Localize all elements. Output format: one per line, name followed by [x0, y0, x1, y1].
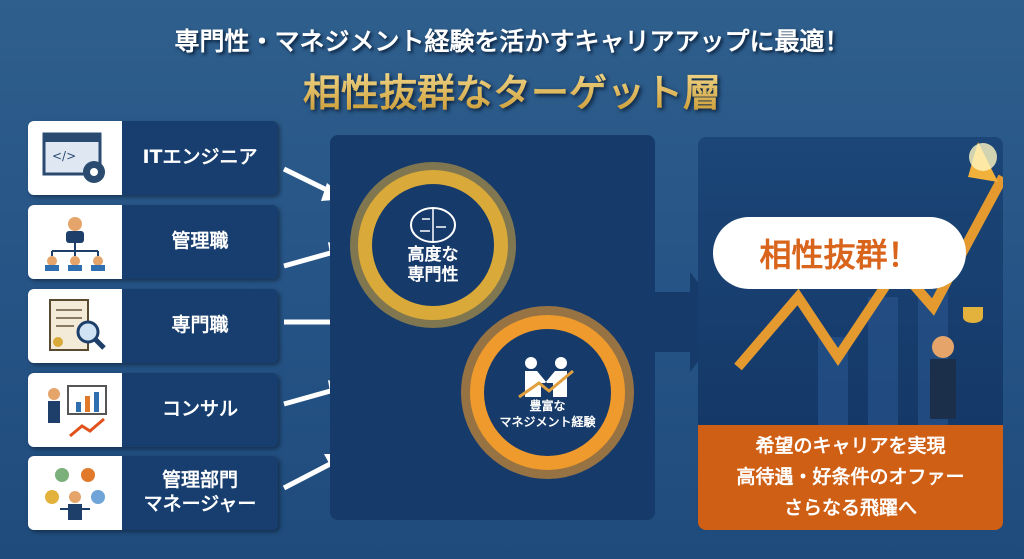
result-panel: 相性抜群！ 希望のキャリアを実現 高待遇・好条件のオファー さらなる飛躍へ	[698, 137, 1003, 530]
strengths-panel: 高度な 専門性 豊富な マネジメント経験	[330, 135, 655, 520]
org-chart-icon	[28, 205, 122, 279]
benefits-box: 希望のキャリアを実現 高待遇・好条件のオファー さらなる飛躍へ	[698, 425, 1003, 530]
management-gear: 豊富な マネジメント経験	[470, 315, 625, 470]
benefit-line: さらなる飛躍へ	[783, 497, 917, 519]
target-label: 管理部門 マネージャー	[122, 456, 278, 530]
page-title: 相性抜群なターゲット層	[0, 62, 1024, 117]
brain-circuit-icon	[410, 206, 456, 243]
code-window-gear-icon: </>	[28, 121, 122, 195]
target-label: 専門職	[122, 289, 278, 363]
benefit-line: 希望のキャリアを実現	[755, 435, 946, 457]
target-admin-manager: 管理部門 マネージャー	[28, 456, 278, 530]
target-label: ITエンジニア	[122, 121, 278, 195]
handshake-growth-icon	[517, 356, 574, 399]
svg-text:</>: </>	[52, 149, 76, 163]
target-consultant: コンサル	[28, 373, 278, 447]
match-bubble: 相性抜群！	[713, 217, 966, 289]
subtitle: 専門性・マネジメント経験を活かすキャリアアップに最適！	[174, 27, 850, 56]
expertise-label: 高度な 専門性	[407, 244, 459, 285]
management-label: 豊富な マネジメント経験	[499, 398, 596, 429]
target-specialist: 専門職	[28, 289, 278, 363]
manager-balance-icon	[28, 456, 122, 530]
target-it-engineer: </> ITエンジニア	[28, 121, 278, 195]
big-arrow-icon	[655, 272, 728, 372]
benefit-line: 高待遇・好条件のオファー	[736, 466, 965, 488]
expertise-gear: 高度な 専門性	[358, 170, 508, 320]
target-label: 管理職	[122, 205, 278, 279]
target-label: コンサル	[122, 373, 278, 447]
presentation-chart-icon	[28, 373, 122, 447]
target-manager: 管理職	[28, 205, 278, 279]
document-magnifier-icon	[28, 289, 122, 363]
